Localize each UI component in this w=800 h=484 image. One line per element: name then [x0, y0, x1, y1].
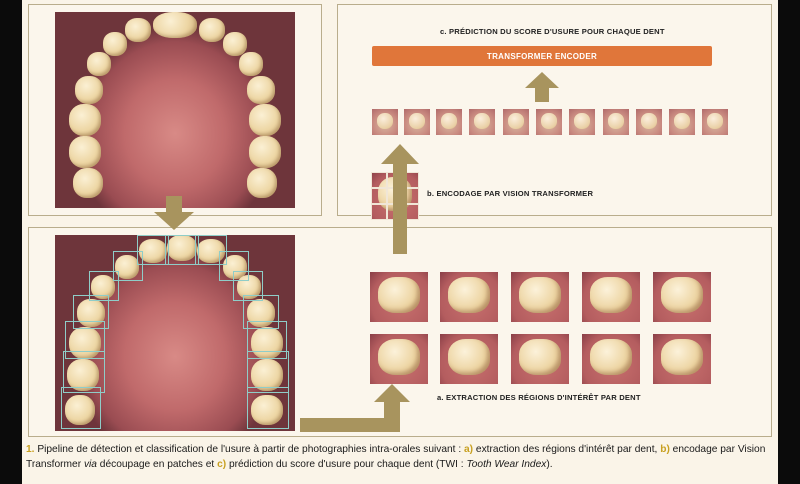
roi-box	[73, 295, 109, 329]
transformer-encoder-label: TRANSFORMER ENCODER	[486, 51, 598, 61]
patch-token	[436, 109, 462, 135]
patch-token	[469, 109, 495, 135]
patch-token	[404, 109, 430, 135]
intraoral-photo-with-boxes	[55, 235, 295, 431]
figure-caption: 1. Pipeline de détection et classificati…	[26, 444, 766, 470]
tooth-crop	[511, 272, 569, 322]
label-b: b. ENCODAGE PAR VISION TRANSFORMER	[427, 189, 594, 198]
patch-token	[569, 109, 595, 135]
tooth-crop	[440, 334, 498, 384]
patch-token	[669, 109, 695, 135]
tooth-crop	[653, 334, 711, 384]
tooth-crop	[370, 272, 428, 322]
roi-box	[165, 235, 199, 265]
roi-box	[63, 351, 105, 393]
patch-token	[603, 109, 629, 135]
patch-token	[636, 109, 662, 135]
arrow-down-icon	[154, 196, 194, 230]
arrow-up-encoder-icon	[525, 72, 559, 102]
roi-box	[137, 235, 169, 265]
caption-number: 1.	[26, 444, 35, 455]
roi-box	[195, 235, 227, 265]
tooth-crop	[653, 272, 711, 322]
roi-box	[219, 251, 249, 281]
patch-token	[503, 109, 529, 135]
transformer-encoder-block: TRANSFORMER ENCODER	[372, 46, 712, 66]
roi-box	[65, 321, 105, 359]
tooth-crop	[511, 334, 569, 384]
tooth-crop	[582, 334, 640, 384]
tooth-crop	[370, 334, 428, 384]
patch-token	[702, 109, 728, 135]
tooth-crop	[582, 272, 640, 322]
patch-token	[536, 109, 562, 135]
tooth-crop	[440, 272, 498, 322]
roi-box	[233, 271, 263, 301]
arrow-bent-icon	[300, 384, 410, 432]
arrow-up-icon	[381, 144, 419, 254]
label-c: c. PRÉDICTION DU SCORE D'USURE POUR CHAQ…	[440, 27, 665, 36]
roi-box	[247, 351, 289, 393]
roi-box	[61, 387, 101, 429]
panel-original-photo	[28, 4, 322, 216]
patch-token	[372, 109, 398, 135]
roi-box	[243, 295, 279, 329]
roi-box	[89, 271, 119, 301]
roi-box	[247, 321, 287, 359]
intraoral-photo	[55, 12, 295, 208]
roi-box	[247, 387, 289, 429]
label-a: a. EXTRACTION DES RÉGIONS D'INTÉRÊT PAR …	[437, 393, 641, 402]
roi-box	[113, 251, 143, 281]
